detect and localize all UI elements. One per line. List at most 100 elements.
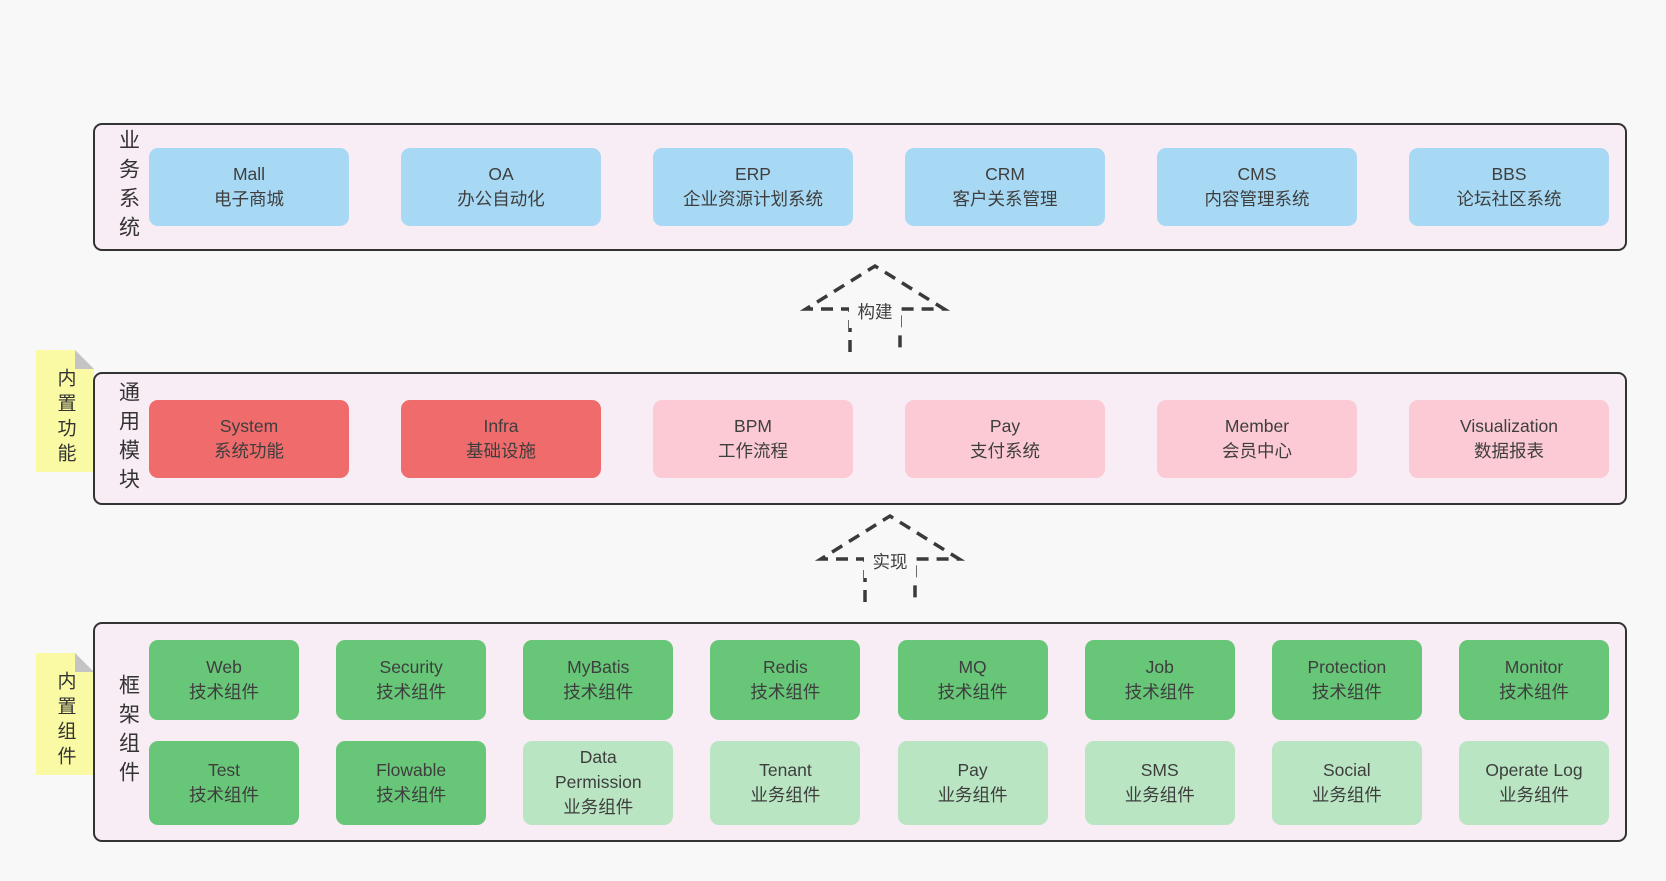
component-box: BPM 工作流程: [653, 399, 853, 478]
layer-label-column: 框架组件: [107, 624, 149, 840]
component-box: Test 技术组件: [149, 740, 299, 825]
component-title: Web: [206, 656, 242, 677]
component-box: BBS 论坛社区系统: [1409, 148, 1609, 226]
component-title: Visualization: [1460, 415, 1558, 436]
component-box: Member 会员中心: [1157, 399, 1357, 478]
component-box: CMS 内容管理系统: [1157, 148, 1357, 226]
component-title: CMS: [1237, 164, 1277, 185]
component-box: Pay 支付系统: [905, 399, 1105, 478]
component-title: ERP: [735, 164, 771, 185]
component-box: Pay 业务组件: [897, 740, 1048, 825]
component-subtitle: 业务组件: [937, 784, 1008, 805]
component-title: MQ: [958, 656, 987, 677]
component-subtitle: 技术组件: [189, 784, 259, 805]
layer-title: 业务系统: [116, 129, 140, 245]
component-box: System 系统功能: [149, 399, 349, 478]
business-box-row: Mall 电子商城 OA 办公自动化 ERP 企业资源计划系统 CRM 客户关系…: [149, 148, 1609, 226]
arrow-label: 实现: [873, 552, 908, 572]
component-box: OA 办公自动化: [401, 148, 601, 226]
component-title: Data Permission: [555, 747, 642, 793]
sticky-note-built-in-components: 内置组件: [36, 653, 94, 775]
component-subtitle: 业务组件: [750, 784, 821, 805]
component-box: Mall 电子商城: [149, 148, 349, 226]
layer-framework-components: 框架组件 Web 技术组件 Security 技术组件 MyBatis 技术组件…: [93, 622, 1627, 842]
component-title: MyBatis: [567, 656, 630, 677]
component-subtitle: 支付系统: [970, 440, 1040, 461]
component-subtitle: 业务组件: [1124, 784, 1195, 805]
component-subtitle: 数据报表: [1474, 440, 1544, 461]
component-subtitle: 业务组件: [563, 796, 634, 817]
component-title: Monitor: [1504, 656, 1564, 677]
arrow-label-background: [864, 546, 916, 578]
component-title: Infra: [483, 415, 519, 436]
component-box: CRM 客户关系管理: [905, 148, 1105, 226]
component-title: Protection: [1307, 656, 1387, 677]
framework-box-row-top: Web 技术组件 Security 技术组件 MyBatis 技术组件 Redi…: [149, 639, 1609, 720]
component-box: Web 技术组件: [149, 639, 299, 720]
component-box: Flowable 技术组件: [336, 740, 487, 825]
component-box: MyBatis 技术组件: [523, 639, 674, 720]
component-box: Redis 技术组件: [710, 639, 861, 720]
component-title: Redis: [763, 656, 808, 677]
component-subtitle: 技术组件: [937, 681, 1008, 702]
component-subtitle: 会员中心: [1222, 440, 1292, 461]
layer-label-column: 通用模块: [107, 374, 149, 503]
layer-common-modules: 通用模块 System 系统功能 Infra 基础设施 BPM 工作流程 Pay…: [93, 372, 1627, 505]
component-subtitle: 企业资源计划系统: [683, 189, 823, 209]
component-subtitle: 业务组件: [1498, 784, 1569, 805]
component-title: System: [219, 415, 279, 436]
sticky-note-label: 内置功能: [54, 368, 76, 468]
component-title: CRM: [985, 164, 1025, 185]
component-title: OA: [488, 164, 514, 185]
component-subtitle: 技术组件: [750, 681, 821, 702]
component-title: Operate Log: [1485, 759, 1583, 780]
component-subtitle: 业务组件: [1311, 784, 1382, 805]
component-subtitle: 技术组件: [1498, 681, 1569, 702]
modules-box-row: System 系统功能 Infra 基础设施 BPM 工作流程 Pay 支付系统…: [149, 399, 1609, 478]
layer-label-column: 业务系统: [107, 125, 149, 249]
component-box: Infra 基础设施: [401, 399, 601, 478]
sticky-note-built-in-features: 内置功能: [36, 350, 94, 472]
component-title: Social: [1323, 759, 1371, 780]
component-subtitle: 基础设施: [466, 440, 536, 461]
component-subtitle: 电子商城: [214, 189, 284, 209]
component-title: Tenant: [759, 759, 812, 780]
component-subtitle: 技术组件: [563, 681, 634, 702]
component-title: Test: [207, 759, 241, 780]
framework-box-row-bottom: Test 技术组件 Flowable 技术组件 Data Permission …: [149, 740, 1609, 825]
component-title: Member: [1224, 415, 1290, 436]
component-box: Tenant 业务组件: [710, 740, 861, 825]
component-box: MQ 技术组件: [897, 639, 1048, 720]
layer-title: 通用模块: [116, 380, 140, 497]
component-subtitle: 内容管理系统: [1204, 189, 1310, 209]
component-box: Security 技术组件: [336, 639, 487, 720]
component-subtitle: 技术组件: [376, 681, 447, 702]
component-box: Protection 技术组件: [1271, 639, 1422, 720]
component-title: Mall: [232, 164, 266, 185]
component-subtitle: 客户关系管理: [952, 189, 1058, 209]
build-arrow-icon: 构建: [800, 263, 950, 352]
layer-title: 框架组件: [116, 674, 140, 790]
sticky-note-label: 内置组件: [54, 671, 76, 771]
component-subtitle: 工作流程: [718, 440, 788, 461]
arrow-label-background: [849, 296, 901, 328]
component-box: Job 技术组件: [1084, 639, 1235, 720]
component-subtitle: 论坛社区系统: [1456, 189, 1562, 209]
component-title: Security: [379, 656, 443, 677]
layer-business-systems: 业务系统 Mall 电子商城 OA 办公自动化 ERP 企业资源计划系统 CRM…: [93, 123, 1627, 251]
component-title: BBS: [1491, 164, 1527, 185]
component-box: SMS 业务组件: [1084, 740, 1235, 825]
component-subtitle: 技术组件: [1124, 681, 1195, 702]
component-box: Social 业务组件: [1271, 740, 1422, 825]
arrow-label: 构建: [858, 302, 893, 322]
component-subtitle: 系统功能: [214, 440, 284, 461]
implement-arrow-icon: 实现: [815, 513, 965, 602]
component-title: SMS: [1140, 759, 1179, 780]
component-box: Monitor 技术组件: [1458, 639, 1609, 720]
component-title: Flowable: [376, 759, 447, 780]
component-box: Operate Log 业务组件: [1458, 740, 1609, 825]
component-title: BPM: [734, 415, 772, 436]
component-title: Job: [1145, 656, 1174, 677]
component-title: Pay: [957, 759, 988, 780]
framework-box-rows: Web 技术组件 Security 技术组件 MyBatis 技术组件 Redi…: [149, 639, 1609, 825]
